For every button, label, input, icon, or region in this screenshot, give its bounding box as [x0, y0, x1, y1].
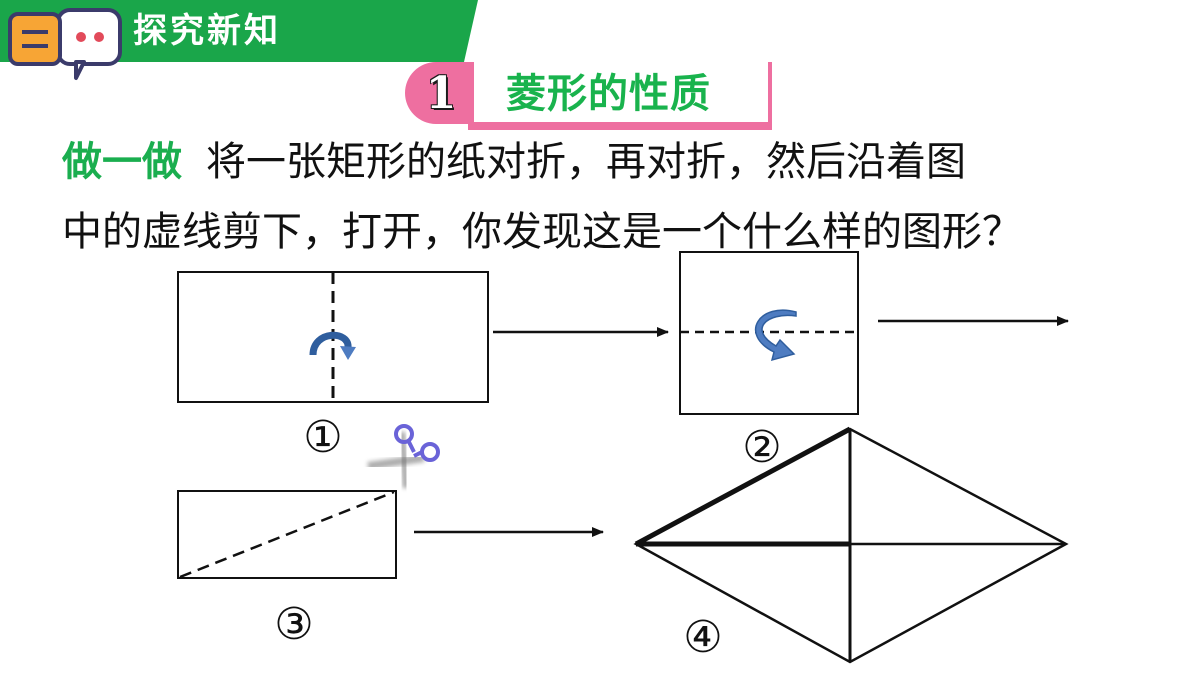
step-label-4: ④ — [683, 612, 723, 663]
section-number: 1 — [425, 68, 457, 119]
section-banner — [405, 58, 772, 130]
instruction-lead: 做一做 — [62, 139, 182, 185]
scissors-icon — [367, 424, 440, 489]
instruction-line-2: 中的虚线剪下，打开，你发现这是一个什么样的图形？ — [62, 209, 1022, 255]
step-4-rhombus — [633, 426, 1069, 664]
step-3-rectangle — [177, 490, 397, 579]
fold-arrow-icon — [309, 331, 356, 360]
instruction-line-1: 做一做将一张矩形的纸对折，再对折，然后沿着图 — [62, 132, 1192, 192]
header-title: 探究新知 — [133, 11, 281, 51]
instruction-text-1: 将一张矩形的纸对折，再对折，然后沿着图 — [206, 139, 966, 185]
fold-arrow-icon — [754, 309, 797, 362]
section-title: 菱形的性质 — [506, 71, 711, 117]
step-label-2: ② — [742, 422, 782, 473]
step-label-3: ③ — [274, 599, 314, 650]
step-2-square — [679, 251, 859, 415]
step-label-1: ① — [303, 412, 343, 463]
chat-bubble-icon — [8, 8, 122, 80]
